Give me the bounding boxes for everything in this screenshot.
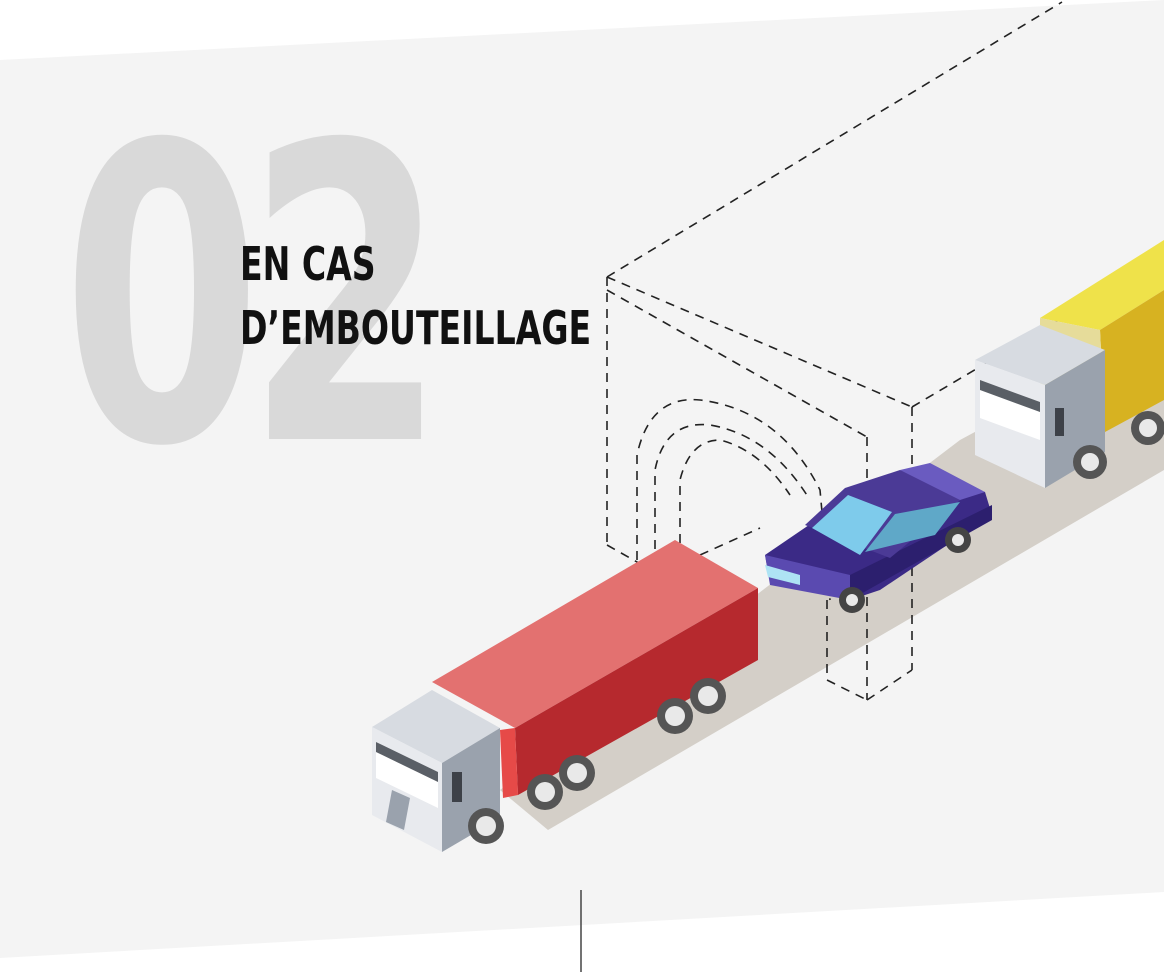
step-title-line-2: D’EMBOUTEILLAGE (240, 301, 592, 355)
purple-car (765, 463, 992, 613)
yellow-truck (975, 240, 1164, 488)
step-title-line-1: EN CAS (240, 237, 376, 291)
step-title: EN CAS D’EMBOUTEILLAGE (240, 232, 591, 360)
red-truck (372, 540, 758, 852)
step-number: 02 (62, 58, 446, 536)
